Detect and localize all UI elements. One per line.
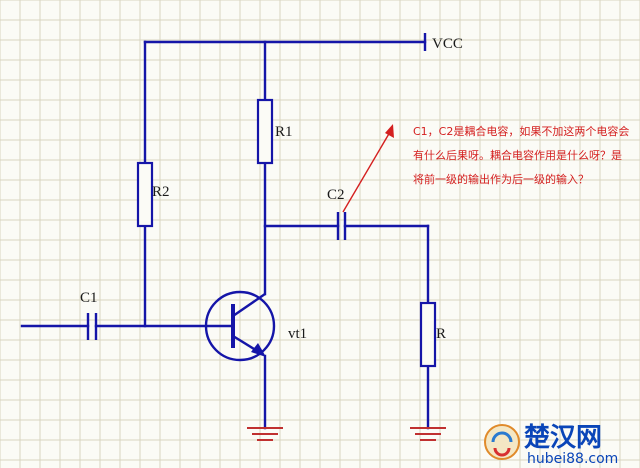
annotation-note: C1，C2是耦合电容，如果不加这两个电容会 有什么后果呀。耦合电容作用是什么呀？… xyxy=(413,124,629,186)
resistor-r2: R2 xyxy=(136,161,170,228)
ground-icon xyxy=(247,427,283,441)
annotation-line-3: 将前一级的输出作为后一级的输入？ xyxy=(413,172,589,186)
ground-icon xyxy=(410,427,446,441)
r1-label: R1 xyxy=(275,124,293,140)
r2-label: R2 xyxy=(152,184,170,200)
watermark-title: 楚汉网 xyxy=(524,423,602,453)
watermark-logo: 楚汉网 hubei88.com xyxy=(484,423,618,467)
vcc-terminal: VCC xyxy=(423,33,463,52)
annotation-line-1: C1，C2是耦合电容，如果不加这两个电容会 xyxy=(413,124,629,138)
watermark-url: hubei88.com xyxy=(527,451,618,467)
r-label: R xyxy=(436,326,446,342)
vcc-label: VCC xyxy=(432,36,463,52)
c1-label: C1 xyxy=(80,290,98,306)
capacitor-c2: C2 xyxy=(327,187,347,240)
transistor-vt1: vt1 xyxy=(204,290,307,362)
annotation-line-2: 有什么后果呀。耦合电容作用是什么呀？是 xyxy=(413,148,622,162)
wires xyxy=(20,40,430,430)
capacitor-c1: C1 xyxy=(80,290,98,340)
emitter-arrow-icon xyxy=(251,343,266,357)
resistor-r1: R1 xyxy=(256,98,293,165)
vt1-label: vt1 xyxy=(288,326,307,342)
resistor-r: R xyxy=(419,301,446,368)
annotation-arrow xyxy=(342,124,394,213)
c2-label: C2 xyxy=(327,187,345,203)
